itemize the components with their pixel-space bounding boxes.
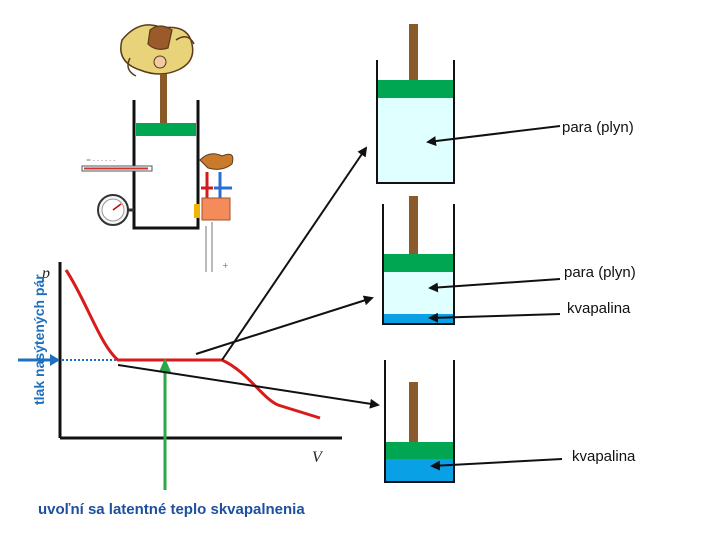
label-liquid-mid: kvapalina [567, 300, 631, 317]
cylinder-top-walls [376, 60, 455, 184]
svg-text:= - - - - - -: = - - - - - - [86, 157, 115, 164]
manometer-icon [97, 194, 134, 226]
label-latent-heat: uvoľní sa latentné teplo skvapalnenia [38, 501, 305, 518]
arrow-curve-to-top-cylinder [221, 146, 368, 361]
cylinder-middle-piston [384, 254, 453, 272]
y-axis-label: p [41, 265, 50, 282]
connector-arrows [117, 125, 563, 471]
x-axis-label: V [312, 449, 324, 466]
arrow-label-vapor-mid [428, 278, 561, 293]
label-saturated-pressure: tlak nasýtených pár [31, 274, 47, 405]
cylinder-bottom-rod [409, 382, 418, 442]
arrow-label-liquid-mid [428, 312, 561, 323]
apparatus-piston [136, 123, 196, 136]
cylinder-bottom-piston [386, 442, 453, 459]
isotherm-curve [64, 269, 321, 420]
arrow-curve-to-bottom-cylinder [117, 364, 380, 409]
svg-text:+: + [222, 261, 229, 270]
label-liquid-bottom: kvapalina [572, 448, 636, 465]
arrow-curve-to-middle-cylinder [195, 295, 374, 355]
cylinder-bottom-liquid [386, 459, 453, 481]
thermometer-icon: = - - - - - - [81, 157, 153, 172]
cylinder-bottom-walls [384, 360, 455, 483]
cylinder-top-rod [409, 24, 418, 80]
arrow-label-liquid-bottom [430, 458, 563, 471]
pv-graph: p V [18, 262, 342, 490]
label-vapor-mid: para (plyn) [564, 264, 636, 281]
cartoon-figure-icon [120, 24, 195, 77]
cylinder-bottom [384, 360, 455, 483]
apparatus-cylinder [132, 100, 200, 230]
cylinder-middle-walls [382, 204, 455, 325]
arrow-label-vapor-top [426, 125, 561, 147]
cylinder-middle-liquid [384, 314, 453, 323]
label-vapor-top: para (plyn) [562, 119, 634, 136]
cylinder-top [376, 24, 455, 184]
cylinder-top-piston [378, 80, 453, 98]
apparatus-illustration: = - - - - - - + [81, 24, 234, 272]
cylinder-middle-rod [409, 196, 418, 254]
valve-assembly-icon: + [194, 153, 234, 272]
cylinder-middle [382, 196, 455, 325]
cylinder-middle-vapor [384, 272, 453, 314]
latent-heat-arrowhead [159, 358, 171, 372]
apparatus-piston-rod [160, 74, 167, 124]
pressure-marker-arrowhead [50, 354, 60, 366]
